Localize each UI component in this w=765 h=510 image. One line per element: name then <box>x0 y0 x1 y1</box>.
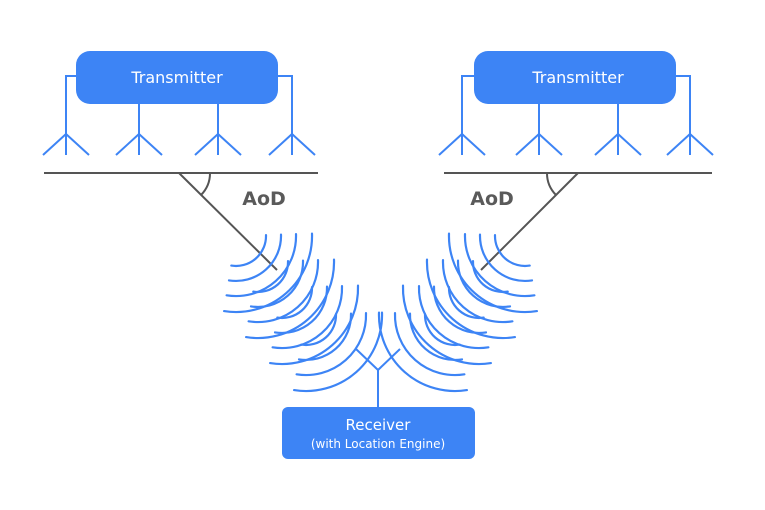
antenna-icon <box>515 133 563 156</box>
departure-ray <box>480 172 579 271</box>
signal-wave-arc <box>478 233 534 283</box>
aod-label: AoD <box>470 188 514 210</box>
receiver-title: Receiver <box>346 416 412 434</box>
signal-wave-arc <box>252 260 290 294</box>
antenna-icon <box>115 133 163 156</box>
signal-wave-arc <box>425 258 516 340</box>
angle-arc <box>200 172 212 196</box>
signal-wave-arc <box>417 285 490 350</box>
left-feed-lines <box>65 75 293 134</box>
transmitter-box <box>474 51 676 104</box>
signal-wave-arc <box>225 233 298 298</box>
signal-wave-arc <box>247 259 320 324</box>
signal-wave-arc <box>408 312 464 362</box>
signal-wave-arc <box>441 259 514 324</box>
signal-wave-arc <box>401 284 492 366</box>
signal-wave-arc <box>297 312 353 362</box>
antenna-icon <box>194 133 242 156</box>
antenna-icon <box>438 133 486 156</box>
aod-label: AoD <box>242 188 286 210</box>
signal-wave-arc <box>230 234 268 268</box>
right-feed-lines <box>461 75 691 134</box>
signal-wave-arc <box>295 312 368 377</box>
signal-wave-arc <box>493 234 531 268</box>
receiver-box <box>282 407 475 459</box>
signal-wave-arc <box>269 284 360 366</box>
right-signal-waves <box>377 232 538 393</box>
signal-wave-arc <box>273 285 329 335</box>
signal-wave-arc <box>447 232 538 314</box>
signal-wave-arc <box>471 260 509 294</box>
signal-wave-arc <box>271 285 344 350</box>
signal-wave-arc <box>393 312 466 377</box>
signal-wave-arc <box>447 286 485 320</box>
transmitter-box <box>76 51 278 104</box>
angle-arc <box>545 172 557 196</box>
signal-wave-arc <box>227 233 283 283</box>
signal-wave-arc <box>463 233 536 298</box>
antenna-icon <box>666 133 714 156</box>
receiver-antenna-icon <box>355 348 401 407</box>
signal-wave-arc <box>249 259 305 309</box>
signal-wave-arc <box>456 259 512 309</box>
signal-wave-arc <box>300 313 338 347</box>
signal-wave-arc <box>276 286 314 320</box>
antenna-icon <box>268 133 316 156</box>
signal-wave-arc <box>377 311 468 393</box>
left-antenna-array <box>42 133 316 156</box>
antenna-icon <box>594 133 642 156</box>
receiver-subtitle: (with Location Engine) <box>311 437 445 451</box>
right-transmitter: Transmitter AoD <box>438 51 714 271</box>
signal-wave-arc <box>423 313 461 347</box>
signal-wave-arc <box>223 232 314 314</box>
signal-wave-arc <box>432 285 488 335</box>
transmitter-label: Transmitter <box>531 68 624 87</box>
antenna-icon <box>42 133 90 156</box>
transmitter-label: Transmitter <box>130 68 223 87</box>
left-transmitter: Transmitter AoD <box>42 51 318 271</box>
receiver: Receiver (with Location Engine) <box>282 348 475 459</box>
right-antenna-array <box>438 133 714 156</box>
signal-wave-arc <box>245 258 336 340</box>
left-signal-waves <box>223 232 384 393</box>
